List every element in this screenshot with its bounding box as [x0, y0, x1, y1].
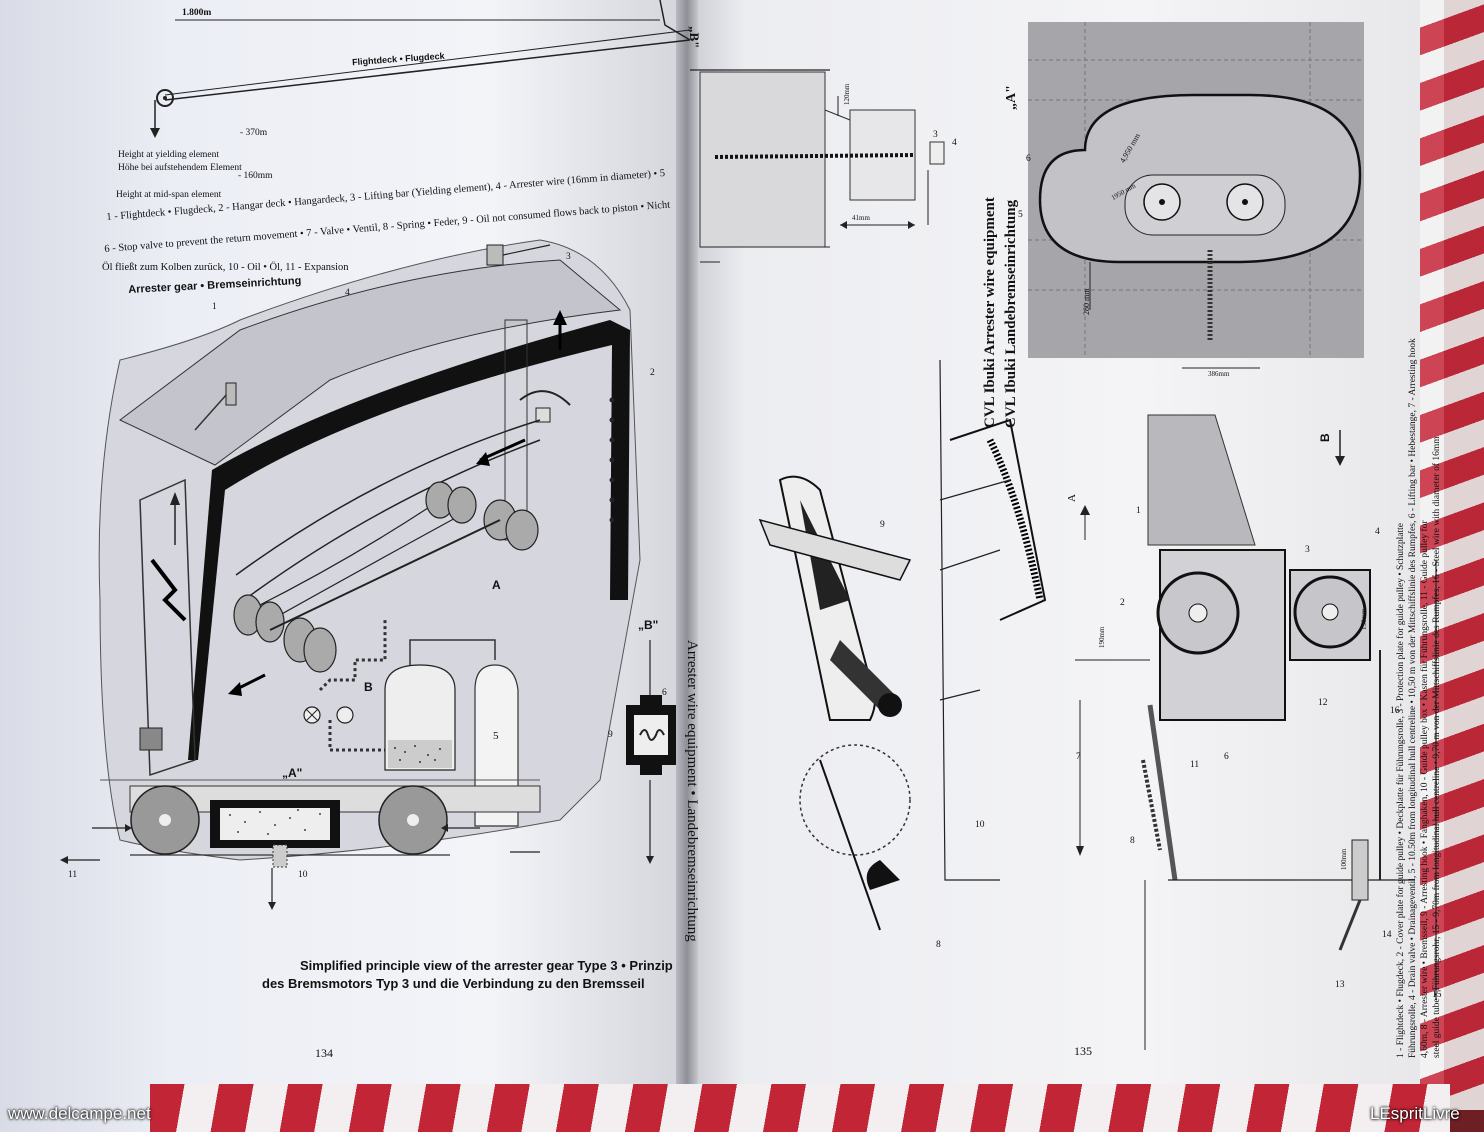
detail-label-13: 13 — [1335, 980, 1345, 990]
right-legend-line-2: Führungsrolle, 4 - Drain valve • Drainag… — [1408, 338, 1418, 1058]
vertical-quote-A: „A" — [1004, 85, 1019, 110]
detail-label-4: 4 — [1375, 527, 1380, 537]
detail-label-3: 3 — [1305, 545, 1310, 555]
plane-label-8: 8 — [936, 940, 941, 950]
dim-100: 100mm — [1340, 848, 1348, 870]
plate-label-5: 5 — [1018, 210, 1023, 220]
detail-label-2: 2 — [1120, 598, 1125, 608]
right-legend-line-1: 1 - Flightdeck • Flugdeck, 2 - Cover pla… — [1396, 523, 1406, 1058]
detail-label-8: 8 — [1130, 836, 1135, 846]
dimension-label: 1.800m — [182, 8, 212, 18]
height-yielding-de-label: Höhe bei aufstehendem Element — [118, 163, 242, 173]
page-edge-stripes — [1420, 0, 1484, 1110]
right-label-4: 4 — [952, 138, 957, 148]
detail-label-14: 14 — [1382, 930, 1392, 940]
label-3: 3 — [566, 252, 571, 262]
watermark-left: www.delcampe.net — [8, 1104, 151, 1123]
dim-386: 386mm — [1208, 370, 1230, 378]
label-2: 2 — [650, 368, 655, 378]
label-quote-A: „A" — [282, 766, 303, 780]
caption-line-2: des Bremsmotors Typ 3 und die Verbindung… — [262, 976, 645, 991]
right-quote-B: „B" — [687, 26, 702, 49]
right-label-3: 3 — [933, 130, 938, 140]
right-legend-line-3: 4,60m, 8 - Arrester wire • Bremsseil, 9 … — [1420, 520, 1430, 1058]
caption-line-1: Simplified principle view of the arreste… — [300, 958, 673, 973]
bottom-cover-stripes — [150, 1084, 1450, 1132]
detail-label-6: 6 — [1224, 752, 1229, 762]
dim-280: 280 mm — [1082, 288, 1091, 315]
book-gutter — [676, 0, 698, 1132]
label-1: 1 — [212, 302, 217, 312]
label-A: A — [492, 578, 501, 592]
watermark-right: LEspritLivre — [1370, 1104, 1460, 1123]
detail-label-16: 16 — [1390, 706, 1400, 716]
right-legend-line-4: steel guide tube • Führungsrohr, 15 - 9,… — [1432, 436, 1442, 1058]
dim-120mm: 120mm — [843, 83, 851, 105]
height-yielding-label: Height at yielding element — [118, 150, 220, 160]
detail-label-1: 1 — [1136, 506, 1141, 516]
legend-line-3: Öl fließt zum Kolben zurück, 10 - Oil • … — [102, 262, 349, 273]
left-flightdeck-diagram — [150, 0, 691, 138]
dim-41mm: 41mm — [852, 214, 870, 222]
arrester-gear-diagram — [60, 239, 676, 910]
dim-150: 150mm — [1360, 608, 1368, 630]
detail-label-12: 12 — [1318, 698, 1328, 708]
label-quote-B-left: „B" — [638, 618, 659, 632]
label-5: 5 — [493, 730, 499, 742]
left-page-number: 134 — [315, 1046, 333, 1060]
label-10: 10 — [298, 870, 308, 880]
left-vertical-title: Arrester wire equipment • Landebremseinr… — [684, 640, 700, 942]
detail-label-7: 7 — [1076, 752, 1081, 762]
plane-label-10: 10 — [975, 820, 985, 830]
height-midspan-label: Height at mid-span element — [116, 190, 222, 200]
plate-label-6: 6 — [1026, 154, 1031, 164]
height-yielding-value: - 370m — [240, 128, 268, 138]
title-vertical-1: CVL Ibuki Arrester wire equipment — [982, 197, 998, 428]
title-vertical-2: CVL Ibuki Landebremseinrichtung — [1003, 199, 1019, 428]
arrow-B-label: B — [1318, 433, 1332, 442]
label-6: 6 — [662, 688, 667, 698]
dim-190: 190mm — [1098, 626, 1106, 648]
label-11: 11 — [68, 870, 78, 880]
label-4: 4 — [345, 288, 350, 298]
label-9: 9 — [608, 730, 613, 740]
label-B: B — [364, 680, 373, 694]
height-midspan-value: - 160mm — [238, 171, 273, 181]
detail-label-11: 11 — [1190, 760, 1200, 770]
arrow-A-label: A — [1066, 494, 1078, 502]
plane-label-9: 9 — [880, 520, 885, 530]
right-page-number: 135 — [1074, 1044, 1092, 1058]
detail-label-15: 15 — [1432, 990, 1442, 1000]
